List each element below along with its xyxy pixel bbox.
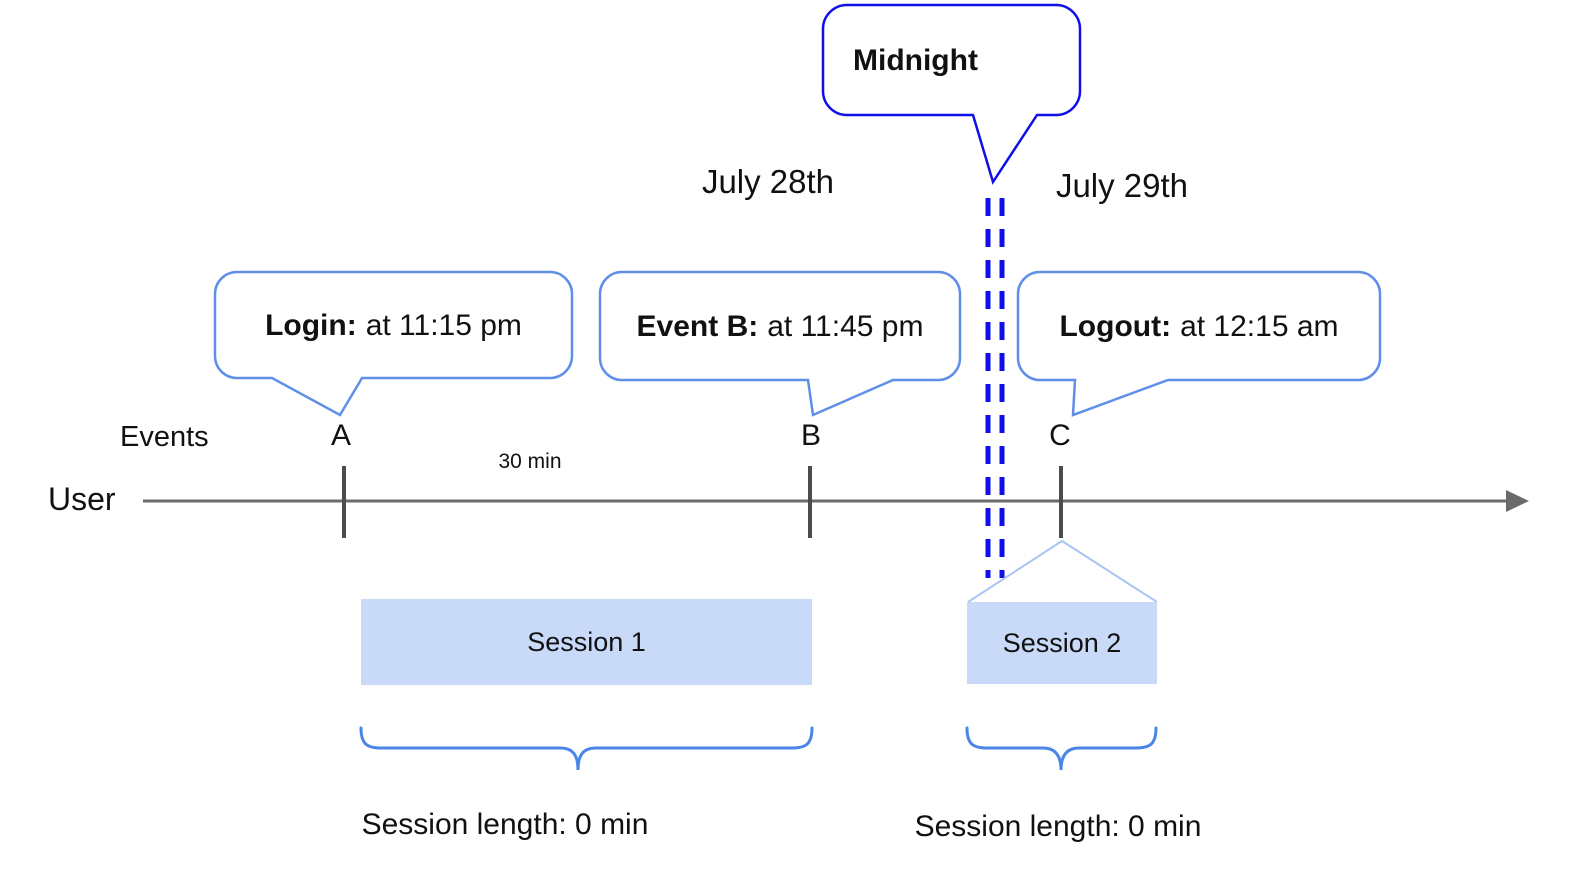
timeline-arrowhead-icon [1506, 490, 1529, 512]
session1-brace [359, 726, 814, 771]
session2-label: Session 2 [1002, 627, 1122, 658]
user-timeline-label: User [48, 481, 116, 517]
event-letter-a: A [330, 419, 351, 452]
logout-callout-label-rest: at 12:15 am [1180, 309, 1339, 343]
session2-connector-wedge [967, 539, 1158, 603]
interval-30min-label: 30 min [498, 450, 562, 473]
midnight-callout-bubble [821, 3, 1082, 185]
login-callout-bubble [213, 270, 574, 417]
event-b-callout-label-bold: Event B: [636, 309, 759, 343]
event-letter-b: B [800, 419, 821, 452]
session2-length-label: Session length: 0 min [914, 810, 1202, 843]
event-b-callout-bubble [598, 270, 962, 417]
login-callout-label-bold: Login: [265, 308, 357, 342]
login-callout-text: Login: at 11:15 pm [215, 272, 572, 378]
session2-brace [965, 726, 1158, 771]
event-b-callout-label-rest: at 11:45 pm [767, 309, 924, 343]
logout-callout-bubble [1016, 270, 1382, 417]
session1-length-label: Session length: 0 min [361, 808, 649, 841]
event-b-callout-text: Event B: at 11:45 pm [600, 272, 960, 380]
event-letter-c: C [1049, 419, 1071, 452]
session1-box: Session 1 [361, 599, 812, 685]
session2-box: Session 2 [967, 602, 1157, 684]
logout-callout-text: Logout: at 12:15 am [1018, 272, 1380, 380]
login-callout-label-rest: at 11:15 pm [365, 308, 522, 342]
logout-callout-label-bold: Logout: [1059, 309, 1172, 343]
session1-label: Session 1 [527, 626, 646, 657]
date-label-july-28: July 28th [701, 163, 835, 200]
midnight-callout-label: Midnight [853, 43, 978, 77]
date-label-july-29: July 29th [1055, 167, 1189, 204]
events-row-label: Events [120, 421, 209, 453]
